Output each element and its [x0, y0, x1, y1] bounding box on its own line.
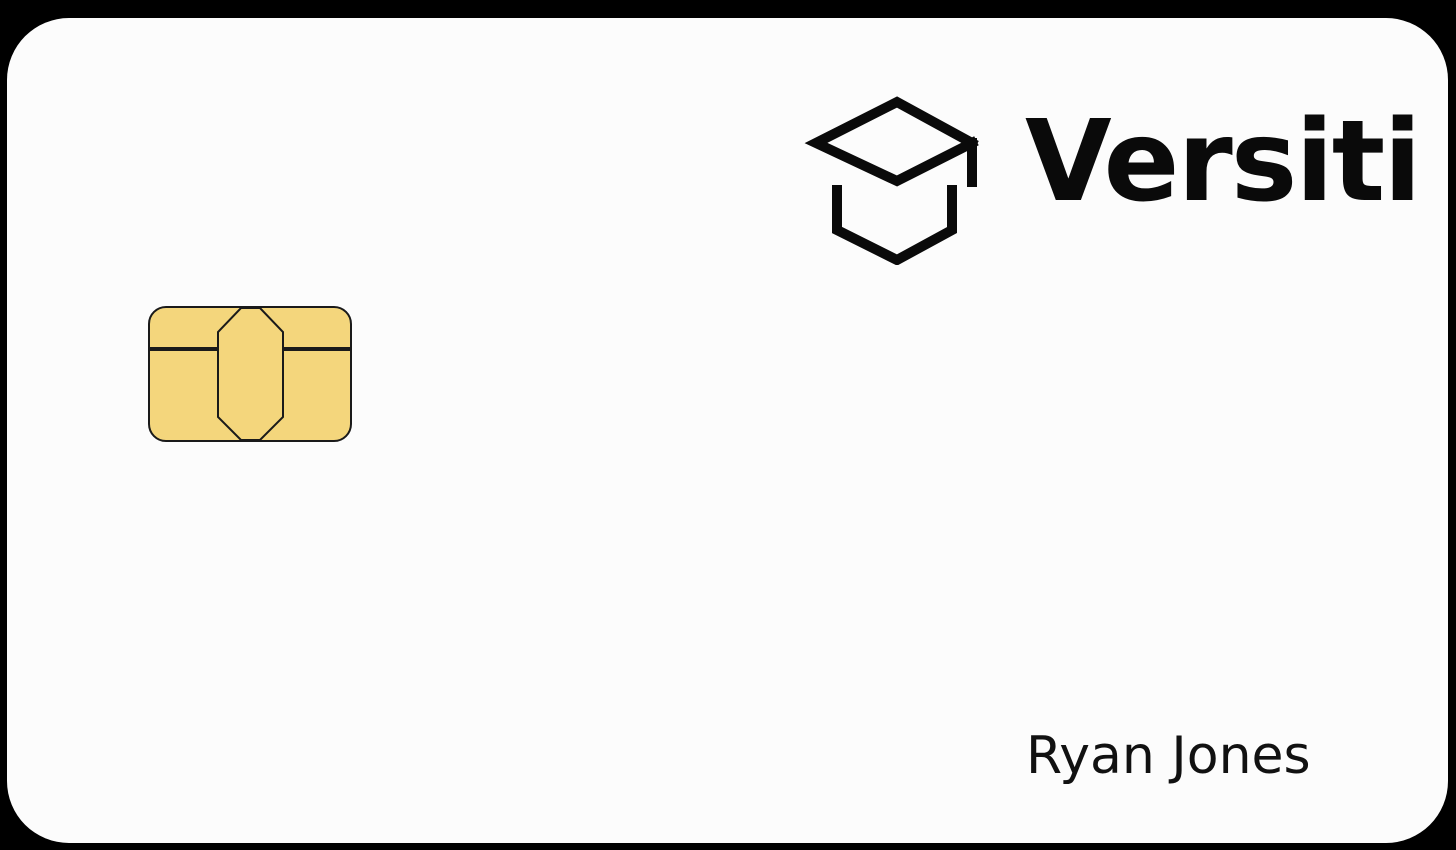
id-card: Versiti Ryan Jones	[7, 18, 1448, 843]
card-holder-name: Ryan Jones	[1026, 726, 1311, 786]
graduation-cap-icon	[804, 96, 979, 265]
brand-name: Versiti	[1025, 97, 1422, 227]
emv-chip-icon	[148, 306, 352, 442]
